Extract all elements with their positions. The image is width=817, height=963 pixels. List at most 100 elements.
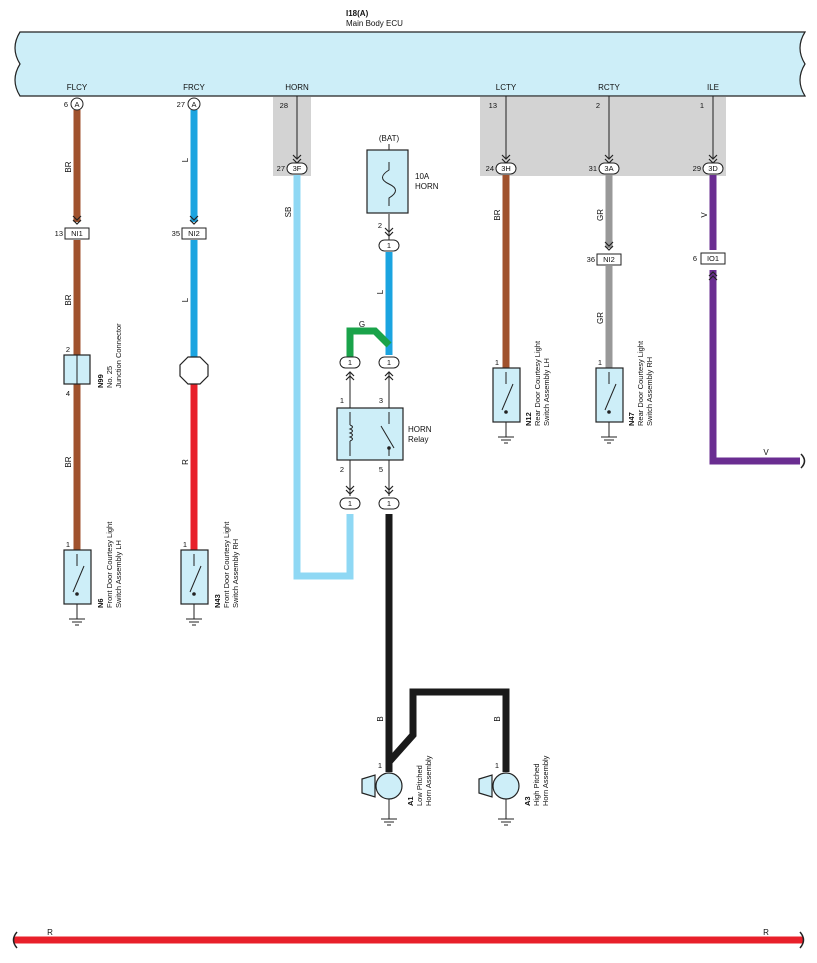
svg-text:BR: BR bbox=[64, 456, 73, 467]
svg-text:BR: BR bbox=[64, 294, 73, 305]
svg-text:A: A bbox=[74, 100, 79, 109]
svg-text:B: B bbox=[376, 716, 385, 721]
ecu-terminal-lcty: LCTY 13 bbox=[489, 83, 517, 158]
svg-text:2: 2 bbox=[66, 345, 70, 354]
wire-labels: BR BR BR L L R SB BR GR GR V V L G B B R… bbox=[47, 157, 769, 937]
svg-text:Switch Assembly RH: Switch Assembly RH bbox=[231, 539, 240, 608]
svg-text:4: 4 bbox=[66, 389, 70, 398]
break-mark-v bbox=[800, 453, 806, 469]
svg-text:IO1: IO1 bbox=[707, 254, 719, 263]
switch-n47: 1 N47 Rear Door Courtesy Light Switch As… bbox=[595, 340, 654, 444]
svg-text:RCTY: RCTY bbox=[598, 83, 620, 92]
svg-text:3F: 3F bbox=[293, 164, 302, 173]
switch-n12: 1 N12 Rear Door Courtesy Light Switch As… bbox=[492, 340, 551, 444]
svg-text:31: 31 bbox=[589, 164, 597, 173]
svg-text:1: 1 bbox=[700, 101, 704, 110]
wire-g bbox=[346, 327, 392, 357]
svg-text:6: 6 bbox=[64, 100, 68, 109]
svg-text:BR: BR bbox=[493, 209, 502, 220]
switch-n6: 1 N6 Front Door Courtesy Light Switch As… bbox=[63, 521, 123, 626]
svg-text:1: 1 bbox=[348, 499, 352, 508]
break-mark-r-left bbox=[12, 931, 18, 949]
svg-text:Junction Connector: Junction Connector bbox=[114, 323, 123, 388]
svg-text:1: 1 bbox=[340, 396, 344, 405]
svg-text:13: 13 bbox=[55, 229, 63, 238]
svg-text:GR: GR bbox=[596, 312, 605, 324]
svg-text:HORN: HORN bbox=[415, 182, 439, 191]
svg-text:3D: 3D bbox=[708, 164, 718, 173]
svg-text:1: 1 bbox=[387, 358, 391, 367]
svg-text:Rear Door Courtesy Light: Rear Door Courtesy Light bbox=[533, 340, 542, 426]
svg-text:Switch Assembly RH: Switch Assembly RH bbox=[645, 357, 654, 426]
svg-text:Front Door Courtesy Light: Front Door Courtesy Light bbox=[105, 521, 114, 608]
connector-io1-6: 6 IO1 bbox=[693, 252, 726, 281]
ecu-body bbox=[14, 31, 807, 97]
horn-a1: 1 A1 Low Pitched Horn Assembly bbox=[361, 755, 433, 826]
ecu-terminal-flcy: FLCY 6 A bbox=[64, 83, 88, 111]
svg-text:A: A bbox=[191, 100, 196, 109]
svg-text:Switch Assembly LH: Switch Assembly LH bbox=[542, 358, 551, 426]
svg-text:High Pitched: High Pitched bbox=[532, 763, 541, 806]
svg-text:1: 1 bbox=[378, 761, 382, 770]
svg-text:SB: SB bbox=[284, 207, 293, 218]
svg-text:Front Door Courtesy Light: Front Door Courtesy Light bbox=[222, 521, 231, 608]
svg-text:1: 1 bbox=[387, 499, 391, 508]
switch-n43: 1 N43 Front Door Courtesy Light Switch A… bbox=[180, 521, 240, 626]
svg-text:HORN: HORN bbox=[285, 83, 309, 92]
svg-text:28: 28 bbox=[280, 101, 288, 110]
svg-text:27: 27 bbox=[277, 164, 285, 173]
svg-text:36: 36 bbox=[587, 255, 595, 264]
svg-text:FRCY: FRCY bbox=[183, 83, 205, 92]
junction-pin-3h: 24 3H bbox=[486, 154, 517, 175]
svg-text:1: 1 bbox=[66, 540, 70, 549]
main-body-ecu: I18(A) Main Body ECU bbox=[14, 9, 807, 97]
svg-text:L: L bbox=[181, 297, 190, 302]
svg-text:N47: N47 bbox=[627, 412, 636, 426]
svg-text:3H: 3H bbox=[501, 164, 511, 173]
ecu-code: I18(A) bbox=[346, 9, 369, 18]
connector-ni1-13: 13 NI1 bbox=[55, 215, 90, 240]
svg-text:N12: N12 bbox=[524, 412, 533, 426]
ecu-terminal-horn: HORN 28 bbox=[280, 83, 309, 158]
svg-text:6: 6 bbox=[693, 254, 697, 263]
fuse-horn-10a: (BAT) 10A HORN 2 1 bbox=[366, 134, 439, 252]
svg-text:A3: A3 bbox=[523, 796, 532, 806]
svg-text:3A: 3A bbox=[604, 164, 613, 173]
ecu-terminal-frcy: FRCY 27 A bbox=[177, 83, 206, 111]
ecu-terminal-rcty: RCTY 2 bbox=[596, 83, 621, 158]
svg-text:N6: N6 bbox=[96, 598, 105, 608]
svg-text:ILE: ILE bbox=[707, 83, 719, 92]
relay-connectors-bottom: 1 1 bbox=[339, 485, 400, 510]
svg-text:NI2: NI2 bbox=[188, 229, 200, 238]
svg-text:2: 2 bbox=[378, 221, 382, 230]
wire-horn-high-b bbox=[386, 688, 510, 772]
svg-text:NI2: NI2 bbox=[603, 255, 615, 264]
svg-text:Switch Assembly LH: Switch Assembly LH bbox=[114, 540, 123, 608]
connector-ni2-36: 36 NI2 bbox=[587, 241, 622, 266]
svg-text:R: R bbox=[47, 928, 53, 937]
svg-text:5: 5 bbox=[379, 465, 383, 474]
svg-text:V: V bbox=[700, 212, 709, 218]
svg-text:13: 13 bbox=[489, 101, 497, 110]
svg-text:Horn Assembly: Horn Assembly bbox=[541, 755, 550, 806]
svg-text:L: L bbox=[181, 157, 190, 162]
svg-text:R: R bbox=[181, 459, 190, 465]
svg-text:Horn Assembly: Horn Assembly bbox=[424, 755, 433, 806]
svg-text:G: G bbox=[359, 320, 365, 329]
svg-text:NI1: NI1 bbox=[71, 229, 83, 238]
svg-text:2: 2 bbox=[596, 101, 600, 110]
relay-connectors-top: 1 1 bbox=[339, 356, 400, 381]
wire-horn-sb bbox=[293, 175, 354, 580]
svg-text:BR: BR bbox=[64, 161, 73, 172]
horn-relay: 1 3 2 5 HORN Relay bbox=[336, 396, 432, 474]
svg-text:No. 25: No. 25 bbox=[105, 366, 114, 388]
ecu-terminal-ile: ILE 1 bbox=[700, 83, 719, 158]
svg-text:24: 24 bbox=[486, 164, 494, 173]
svg-text:29: 29 bbox=[693, 164, 701, 173]
svg-text:1: 1 bbox=[348, 358, 352, 367]
svg-text:3: 3 bbox=[379, 396, 383, 405]
svg-text:10A: 10A bbox=[415, 172, 430, 181]
wires bbox=[14, 110, 803, 944]
svg-text:Relay: Relay bbox=[408, 435, 428, 444]
svg-text:HORN: HORN bbox=[408, 425, 432, 434]
